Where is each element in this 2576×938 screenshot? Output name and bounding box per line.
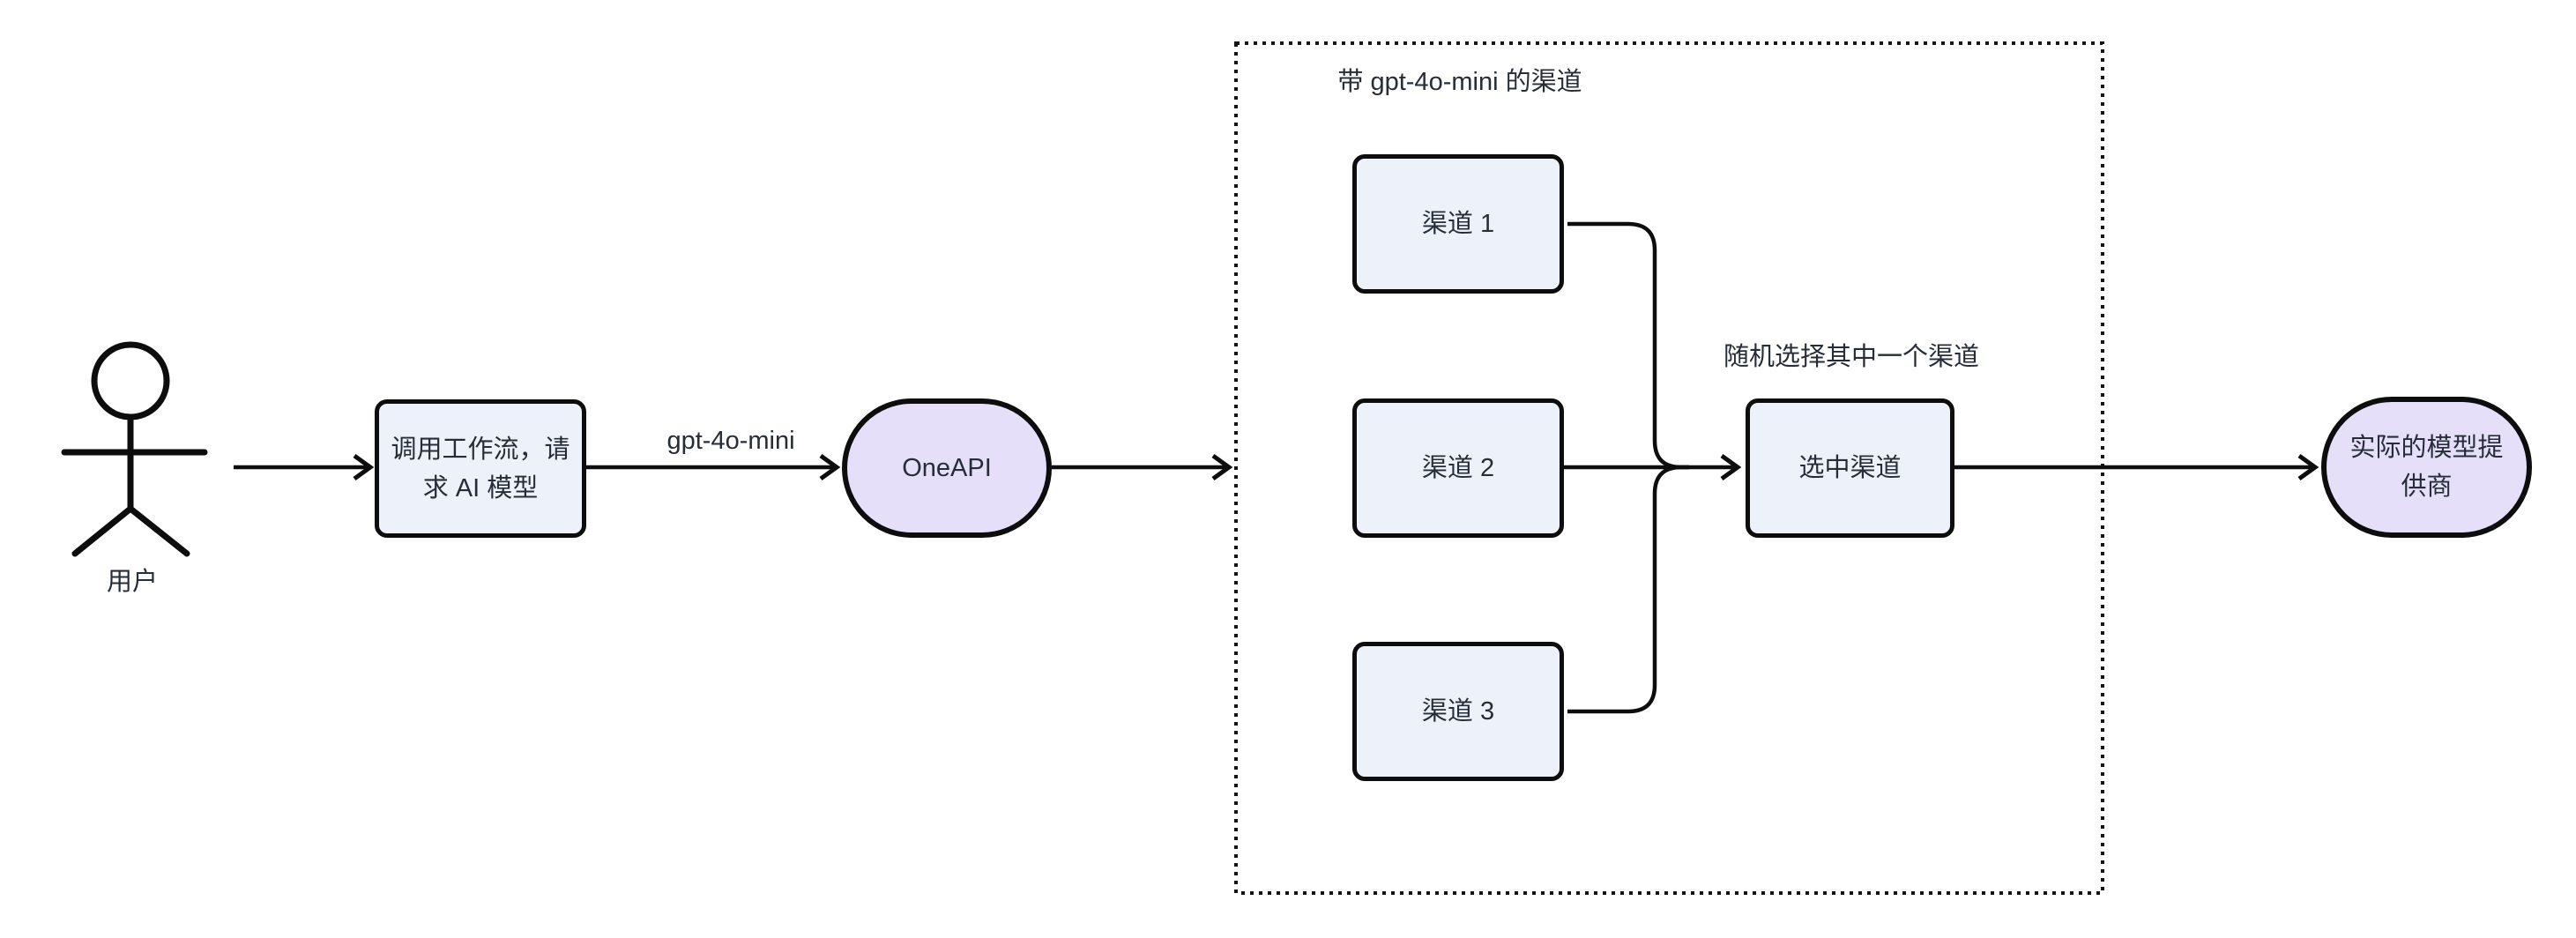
node-channel-3: 渠道 3 bbox=[1352, 642, 1564, 781]
node-channel-2-label: 渠道 2 bbox=[1421, 454, 1495, 482]
edge-channel1-to-selected bbox=[1567, 221, 1689, 470]
node-channel-1: 渠道 1 bbox=[1352, 154, 1564, 294]
channels-subgraph-title: 带 gpt-4o-mini 的渠道 bbox=[1337, 68, 1582, 96]
node-oneapi-label: OneAPI bbox=[902, 454, 992, 482]
node-selected-channel-label: 选中渠道 bbox=[1798, 454, 1902, 482]
node-workflow-label: 调用工作流，请 求 AI 模型 bbox=[391, 435, 570, 502]
node-model-provider: 实际的模型提 供商 bbox=[2321, 397, 2532, 538]
channels-subgraph-border bbox=[1234, 41, 2104, 895]
node-workflow: 调用工作流，请 求 AI 模型 bbox=[375, 399, 586, 538]
edge-channel3-to-selected bbox=[1567, 465, 1689, 714]
user-actor-label: 用户 bbox=[106, 568, 158, 596]
user-actor-icon bbox=[61, 341, 208, 557]
node-channel-1-label: 渠道 1 bbox=[1421, 210, 1495, 238]
node-selected-channel: 选中渠道 bbox=[1746, 398, 1954, 538]
node-model-provider-label: 实际的模型提 供商 bbox=[2349, 434, 2504, 501]
edge-label-gpt-4o-mini: gpt-4o-mini bbox=[666, 427, 795, 455]
edge-label-random-select: 随机选择其中一个渠道 bbox=[1723, 343, 1979, 371]
node-channel-3-label: 渠道 3 bbox=[1421, 697, 1495, 726]
actor-right-leg bbox=[127, 505, 190, 557]
actor-left-leg bbox=[71, 505, 134, 557]
actor-head bbox=[91, 341, 170, 421]
node-channel-2: 渠道 2 bbox=[1352, 398, 1564, 538]
node-oneapi: OneAPI bbox=[842, 398, 1052, 538]
